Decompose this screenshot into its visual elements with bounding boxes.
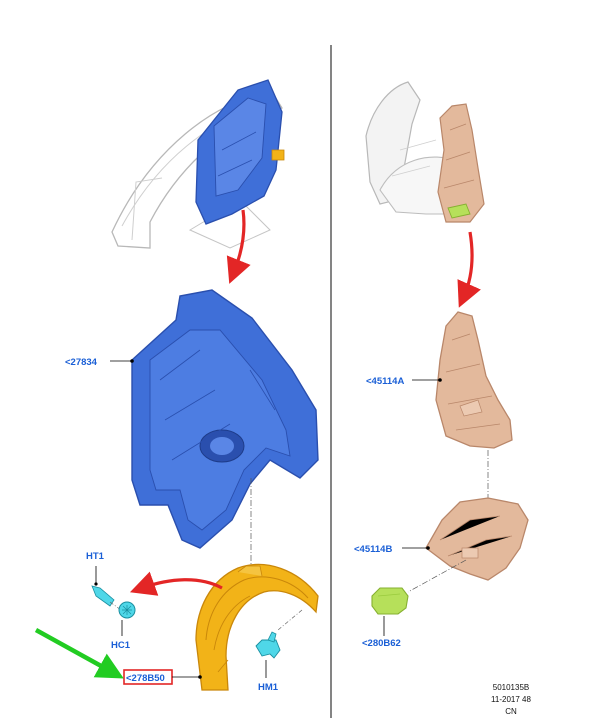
callout-ht1: HT1 — [86, 551, 105, 562]
reference-code: 5010135B — [493, 683, 529, 692]
red-arrow-icon — [226, 209, 251, 284]
callout-hc1: HC1 — [111, 640, 131, 651]
callout-27834: <27834 — [65, 357, 98, 368]
red-arrow-icon — [129, 571, 223, 596]
callout-280b62: <280B62 — [362, 638, 401, 649]
fastener-clip-icon — [91, 566, 136, 636]
callout-hm1: HM1 — [258, 682, 279, 693]
callout-45114b: <45114B — [354, 544, 392, 555]
green-pointer-arrow-icon — [34, 628, 124, 679]
assembly-line-pad — [407, 559, 467, 593]
pad-280b62 — [371, 587, 409, 636]
red-arrow-icon — [457, 231, 481, 308]
callout-278b50: <278B50 — [126, 673, 165, 684]
body-side-assembly — [111, 79, 285, 249]
reference-date: 11-2017 48 — [491, 695, 531, 704]
quarter-panel-27834 — [131, 289, 319, 549]
reference-region: CN — [505, 707, 517, 716]
wheelhouse-liner-278b50 — [195, 563, 319, 691]
callout-45114a: <45114A — [366, 376, 404, 387]
inner-panel-45114a — [435, 311, 513, 449]
push-pin-icon — [255, 609, 303, 678]
inner-panel-45114b — [425, 497, 529, 581]
inner-body-assembly — [365, 81, 485, 223]
